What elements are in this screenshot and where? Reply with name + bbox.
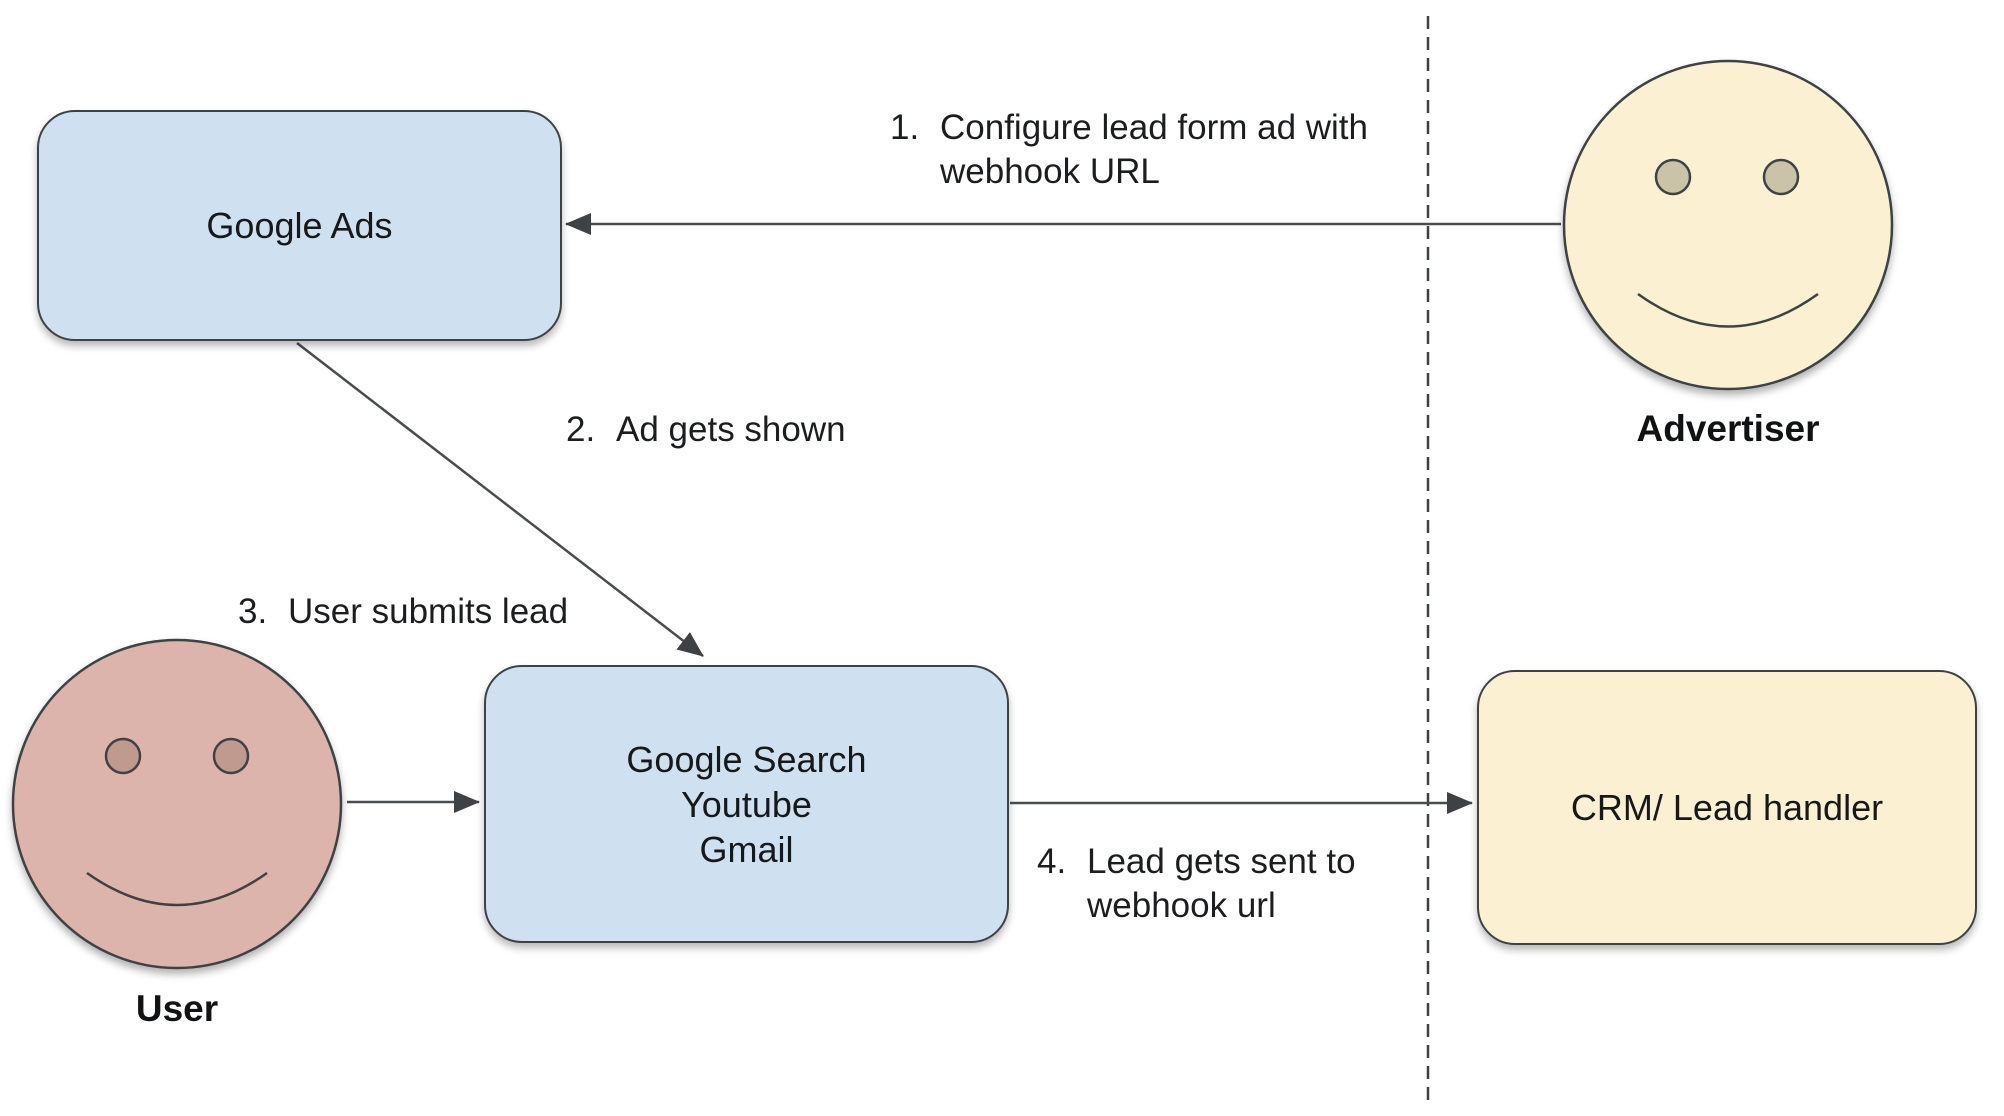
- google-properties-node: Google Search Youtube Gmail: [484, 665, 1009, 943]
- step-3-label: 3. User submits lead: [238, 590, 568, 634]
- user-left-eye-icon: [104, 737, 142, 775]
- advertiser-right-eye-icon: [1762, 158, 1800, 196]
- step-4-line-1: Lead gets sent to: [1087, 842, 1356, 881]
- google-search-line: Google Search: [626, 738, 867, 780]
- google-properties-label: Google Search Youtube Gmail: [626, 737, 866, 872]
- step-1-label: 1. Configure lead form ad with webhook U…: [890, 106, 1368, 194]
- user-face-circle: [11, 638, 343, 970]
- google-ads-node: Google Ads: [37, 110, 562, 341]
- step-2-label: 2. Ad gets shown: [566, 408, 846, 452]
- google-ads-label: Google Ads: [206, 205, 393, 246]
- crm-label: CRM/ Lead handler: [1570, 787, 1884, 828]
- youtube-line: Youtube: [681, 783, 812, 825]
- advertiser-left-eye-icon: [1654, 158, 1692, 196]
- step-4-label: 4. Lead gets sent to webhook url: [1037, 840, 1356, 928]
- user-label: User: [135, 988, 219, 1029]
- step-3-number: 3.: [238, 592, 268, 631]
- user-right-eye-icon: [212, 737, 250, 775]
- user-face-icon: [11, 638, 343, 970]
- advertiser-smile-icon: [1637, 292, 1819, 328]
- step-3-text: User submits lead: [288, 592, 569, 631]
- step-4-text: Lead gets sent to webhook url: [1087, 840, 1356, 928]
- step-4-line-2: webhook url: [1087, 886, 1276, 925]
- step-2-text: Ad gets shown: [616, 410, 846, 449]
- gmail-line: Gmail: [699, 828, 794, 870]
- advertiser-face-icon: [1562, 59, 1894, 391]
- crm-lead-handler-node: CRM/ Lead handler: [1477, 670, 1977, 945]
- advertiser-face-circle: [1562, 59, 1894, 391]
- step-1-line-1: Configure lead form ad with: [940, 108, 1368, 147]
- advertiser-label: Advertiser: [1636, 408, 1820, 449]
- arrow-ad-gets-shown: [296, 342, 704, 657]
- step-1-number: 1.: [890, 108, 920, 147]
- step-4-number: 4.: [1037, 842, 1067, 881]
- step-1-line-2: webhook URL: [940, 152, 1160, 191]
- step-2-number: 2.: [566, 410, 596, 449]
- step-1-text: Configure lead form ad with webhook URL: [940, 106, 1368, 194]
- user-smile-icon: [86, 871, 268, 907]
